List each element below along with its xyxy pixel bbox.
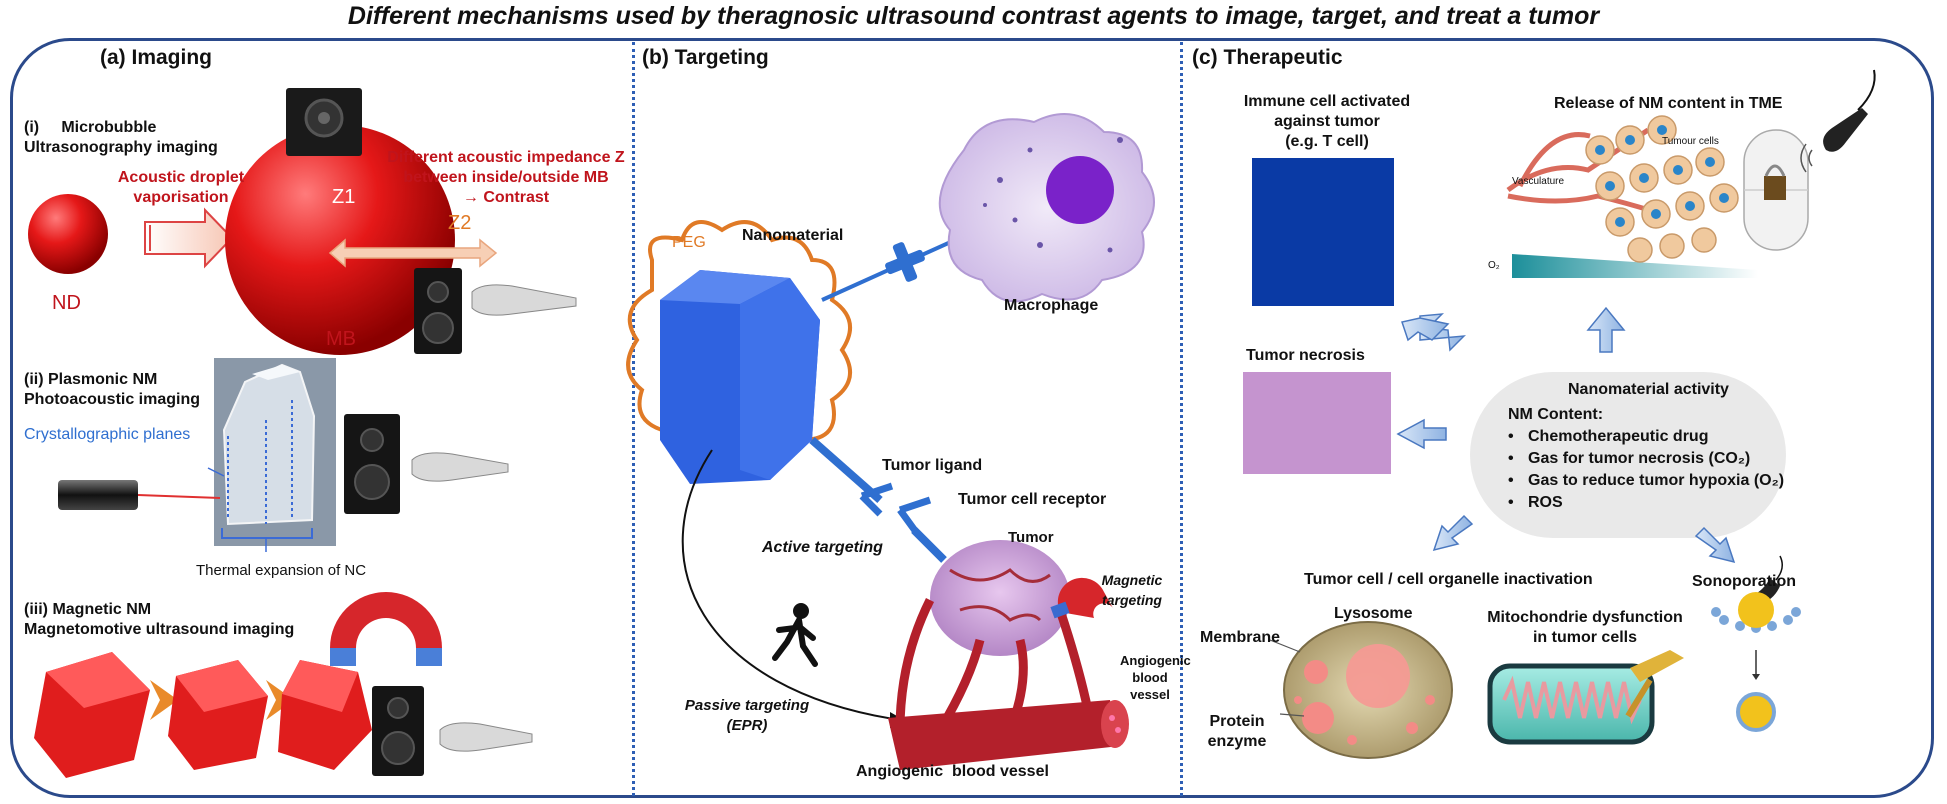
release-label: Release of NM content in TME xyxy=(1554,95,1783,112)
panel-title-targeting: (b) Targeting xyxy=(642,46,769,69)
thermal-expansion-label: Thermal expansion of NC xyxy=(196,562,367,579)
immune-line2: against tumor xyxy=(1274,113,1380,130)
nm-content-list: NM Content: • Chemotherapeutic drug • Gas … xyxy=(1508,404,1784,514)
angiogenic-vessel-small-label: Angiogenic blood vessel xyxy=(1120,652,1191,703)
vaporisation-line1: Acoustic droplet xyxy=(117,169,245,186)
sonoporation-label: Sonoporation xyxy=(1692,573,1796,590)
nm-item-text: Chemotherapeutic drug xyxy=(1528,428,1709,445)
bullet: • xyxy=(1508,428,1514,445)
nm-item: • Chemotherapeutic drug xyxy=(1508,426,1784,448)
panel-divider-right xyxy=(1180,42,1183,796)
protein-line2: enzyme xyxy=(1207,733,1267,750)
magnetic-heading-line2: Magnetomotive ultrasound imaging xyxy=(24,621,295,638)
membrane-label: Membrane xyxy=(1200,629,1281,646)
bullet: • xyxy=(1508,472,1514,489)
macrophage-label: Macrophage xyxy=(1004,297,1099,314)
tumor-necrosis-label: Tumor necrosis xyxy=(1246,347,1365,364)
vaporisation-line2: vaporisation xyxy=(133,189,229,206)
magnetic-heading: (iii) Magnetic NM Magnetomotive ultrasou… xyxy=(24,600,294,640)
immune-line1: Immune cell activated xyxy=(1243,93,1411,110)
figure-frame xyxy=(10,38,1934,798)
angiogenic-small-line1: Angiogenic xyxy=(1120,653,1191,668)
lysosome-label: Lysosome xyxy=(1334,605,1413,622)
passive-targeting-line1: Passive targeting xyxy=(684,697,810,714)
nanomaterial-label: Nanomaterial xyxy=(742,227,844,244)
mitochondria-label: Mitochondrie dysfunction in tumor cells xyxy=(1480,608,1690,648)
immune-cell-label: Immune cell activated against tumor (e.g… xyxy=(1222,92,1432,152)
plasmonic-heading: (ii) Plasmonic NM Photoacoustic imaging xyxy=(24,370,200,410)
nd-label: ND xyxy=(52,292,81,314)
panel-title-imaging: (a) Imaging xyxy=(100,46,213,69)
impedance-label: Different acoustic impedance Z between i… xyxy=(376,148,636,208)
panel-title-therapeutic: (c) Therapeutic xyxy=(1192,46,1343,69)
mb-label: MB xyxy=(326,328,356,350)
angiogenic-vessel-label: Angiogenic blood vessel xyxy=(856,763,1049,780)
z2-label: Z2 xyxy=(448,212,472,234)
mito-line1: Mitochondrie dysfunction xyxy=(1487,609,1683,626)
plasmonic-heading-line2: Photoacoustic imaging xyxy=(24,391,201,408)
crystallographic-planes-label: Crystallographic planes xyxy=(24,426,191,443)
panel-divider-left xyxy=(632,42,635,796)
z1-label: Z1 xyxy=(332,186,356,208)
vaporisation-label: Acoustic droplet vaporisation xyxy=(106,168,256,208)
magnetic-targeting-line2: targeting xyxy=(1102,592,1162,608)
tumor-receptor-label: Tumor cell receptor xyxy=(958,491,1107,508)
nm-item-text: ROS xyxy=(1528,494,1563,511)
magnetic-targeting-line1: Magnetic xyxy=(1101,572,1163,588)
magnetic-heading-line1: (iii) Magnetic NM xyxy=(24,601,152,618)
figure-title: Different mechanisms used by theragnosic… xyxy=(347,2,1600,30)
bullet: • xyxy=(1508,494,1514,511)
bullet: • xyxy=(1508,450,1514,467)
impedance-line3: → Contrast xyxy=(462,189,550,206)
nm-item: • Gas for tumor necrosis (CO₂) xyxy=(1508,448,1784,470)
protein-line1: Protein xyxy=(1209,713,1265,730)
mito-line2: in tumor cells xyxy=(1532,629,1638,646)
microbubble-heading-line2: Ultrasonography imaging xyxy=(24,139,218,156)
nm-activity-title: Nanomaterial activity xyxy=(1568,381,1729,398)
passive-targeting-label: Passive targeting (EPR) xyxy=(672,696,822,736)
active-targeting-label: Active targeting xyxy=(762,539,883,556)
passive-targeting-line2: (EPR) xyxy=(726,717,768,734)
impedance-line1: Different acoustic impedance Z xyxy=(387,149,625,166)
nm-item-text: Gas to reduce tumor hypoxia (O₂) xyxy=(1528,472,1785,489)
tumor-ligand-label: Tumor ligand xyxy=(882,457,983,474)
protein-enzyme-label: Protein enzyme xyxy=(1198,712,1276,752)
plasmonic-heading-line1: (ii) Plasmonic NM xyxy=(24,371,158,388)
impedance-line2: between inside/outside MB xyxy=(403,169,609,186)
magnetic-targeting-label: Magnetic targeting xyxy=(1092,570,1172,610)
nm-item: • Gas to reduce tumor hypoxia (O₂) xyxy=(1508,470,1784,492)
vasculature-label: Vasculature xyxy=(1512,176,1565,187)
nm-item-text: Gas for tumor necrosis (CO₂) xyxy=(1528,450,1751,467)
inactivation-label: Tumor cell / cell organelle inactivation xyxy=(1304,571,1593,588)
immune-line3: (e.g. T cell) xyxy=(1285,133,1369,150)
tumour-cells-label: Tumour cells xyxy=(1662,136,1719,147)
tumor-label: Tumor xyxy=(1008,529,1054,546)
nm-content-heading: NM Content: xyxy=(1508,406,1604,423)
nm-item: • ROS xyxy=(1508,492,1784,514)
angiogenic-small-line3: vessel xyxy=(1130,687,1170,702)
angiogenic-small-line2: blood xyxy=(1132,670,1168,685)
microbubble-heading: (i) Microbubble Ultrasonography imaging xyxy=(24,118,218,158)
peg-label: PEG xyxy=(672,234,706,251)
o2-label: O₂ xyxy=(1488,260,1500,271)
microbubble-heading-line1: (i) Microbubble xyxy=(24,119,157,136)
